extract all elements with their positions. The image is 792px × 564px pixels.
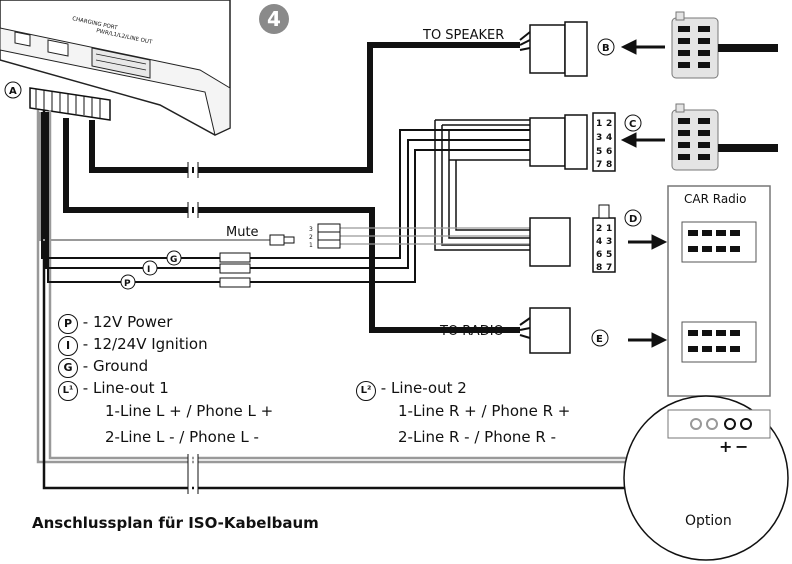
letter-e: E [596,334,603,345]
svg-text:6: 6 [596,250,602,260]
legend-l2-symbol: L² [356,381,376,401]
legend-i-symbol: I [58,336,78,356]
letter-d: D [629,214,637,225]
svg-text:8: 8 [596,263,602,273]
car-radio-panel: CAR Radio [667,185,771,397]
legend-p-text: - 12V Power [82,313,173,331]
radio-connector: TO RADIO [439,307,571,354]
option-label: Option [685,513,732,529]
legend-i-text: - 12/24V Ignition [82,335,208,353]
letter-a: A [9,86,17,97]
legend-l1-symbol: L¹ [58,381,78,401]
diagram-caption: Anschlussplan für ISO-Kabelbaum [32,514,319,532]
legend-l1: L¹ - Line-out 1 [58,379,169,401]
legend-l1-line2: 2-Line L - / Phone L - [105,428,259,446]
mute-pin-2: 2 [309,234,313,241]
legend-l2-line1: 1-Line R + / Phone R + [398,402,571,420]
mute-pin-1: 1 [309,242,313,249]
legend-p-symbol: P [58,314,78,334]
legend-l2: L² - Line-out 2 [356,379,467,401]
svg-text:4: 4 [606,133,612,143]
step-number-badge: 4 [259,4,289,34]
legend-l1-line1: 1-Line L + / Phone L + [105,402,274,420]
tag-p: P [124,279,131,289]
legend-g-text: - Ground [82,357,149,375]
svg-text:7: 7 [606,263,612,273]
svg-text:3: 3 [606,237,612,247]
tag-g: G [170,255,177,265]
svg-text:7: 7 [596,160,602,170]
to-speaker-label: TO SPEAKER [422,28,504,43]
legend-l2-text: - Line-out 2 [380,379,467,397]
connector-a [29,87,111,121]
speaker-connector: TO SPEAKER [422,21,588,77]
letter-c: C [629,119,636,130]
plus-label: + [719,437,732,456]
tag-i: I [147,265,150,275]
svg-text:3: 3 [596,133,602,143]
svg-text:5: 5 [606,250,612,260]
to-radio-label: TO RADIO [439,324,504,339]
inline-connectors [219,252,251,288]
svg-text:8: 8 [606,160,612,170]
svg-text:4: 4 [596,237,602,247]
svg-text:2: 2 [606,119,612,129]
mute-pin-3: 3 [309,226,313,233]
legend-p: P - 12V Power [58,313,172,334]
wire-tags: G I P L2 L1 [120,250,684,491]
svg-text:1: 1 [606,224,612,234]
option-callout: + − Option [623,395,789,561]
iso-plugs-right [671,11,778,171]
legend-g: G - Ground [58,357,148,378]
head-unit: CHARGING PORT PWR/L1/L2/LINE OUT [0,0,231,136]
mute-plug: Mute 3 2 1 [226,223,341,249]
minus-label: − [735,437,748,456]
car-radio-label: CAR Radio [684,192,746,206]
svg-text:6: 6 [606,147,612,157]
arrows [620,39,668,348]
letter-b: B [602,43,610,54]
legend-l2-line2: 2-Line R - / Phone R - [398,428,557,446]
connector-letters: A B C D E [4,38,642,347]
svg-text:5: 5 [596,147,602,157]
svg-text:1: 1 [596,119,602,129]
break-marks [188,164,198,492]
svg-text:2: 2 [596,224,602,234]
mute-label: Mute [226,225,259,240]
legend-l1-text: - Line-out 1 [82,379,169,397]
legend-g-symbol: G [58,358,78,378]
legend-i: I - 12/24V Ignition [58,335,208,356]
